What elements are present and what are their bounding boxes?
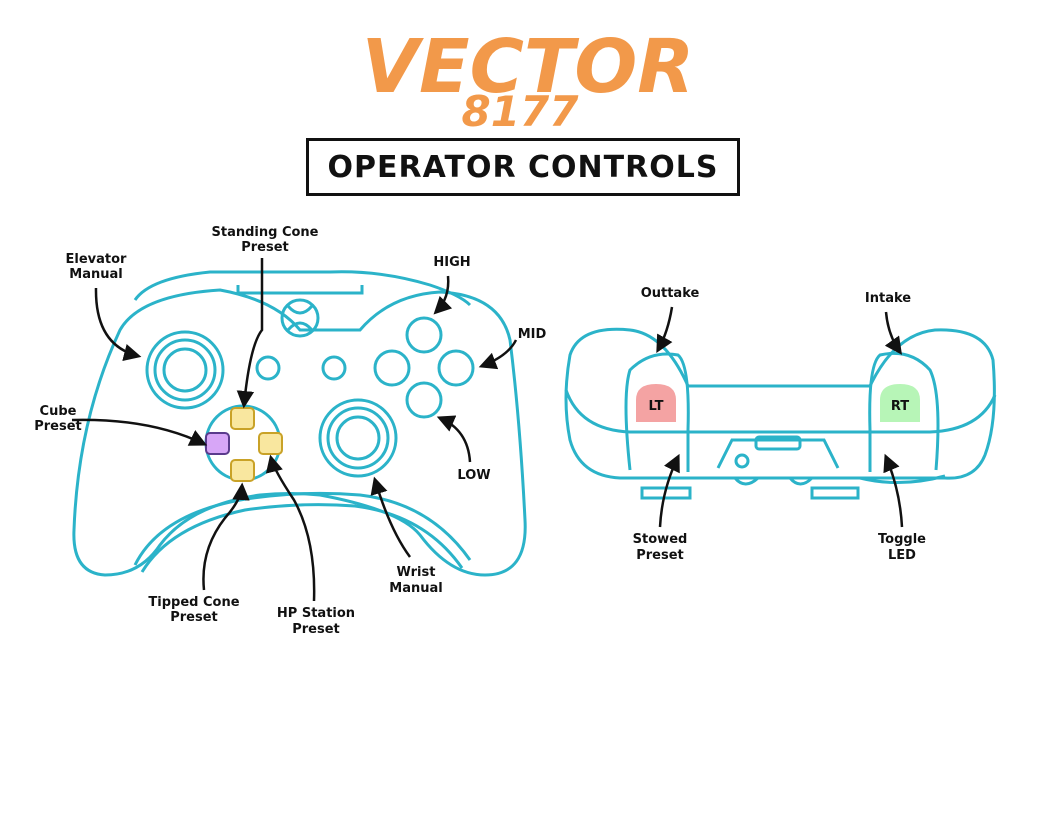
label-elevator-manual-1: Elevator: [66, 252, 128, 267]
label-cube-preset-2: Preset: [34, 419, 82, 434]
label-tipped-cone-2: Preset: [170, 610, 218, 625]
arrow-tipped-cone: [202, 482, 250, 591]
dpad: [205, 407, 283, 482]
label-hp-station-2: Preset: [292, 622, 340, 637]
label-stowed-preset-1: Stowed: [633, 532, 688, 547]
label-low: LOW: [457, 468, 490, 483]
label-standing-cone-1: Standing Cone: [212, 225, 319, 240]
arrow-outtake: [656, 306, 674, 354]
arrow-stowed-preset: [658, 453, 680, 528]
front-arrows: [71, 258, 518, 602]
label-wrist-manual-2: Manual: [389, 581, 442, 596]
dpad-left: [205, 432, 230, 455]
label-tipped-cone-1: Tipped Cone: [148, 595, 239, 610]
label-toggle-led-1: Toggle: [878, 532, 926, 547]
arrow-high: [433, 275, 453, 315]
rt-label: RT: [891, 399, 909, 414]
dpad-right: [258, 432, 283, 455]
front-labels: Elevator Manual Standing Cone Preset HIG…: [34, 225, 546, 637]
label-toggle-led-2: LED: [888, 548, 916, 563]
label-cube-preset-1: Cube: [40, 404, 77, 419]
arrow-hp-station: [265, 454, 316, 602]
arrow-low: [436, 415, 472, 463]
dpad-up: [230, 407, 255, 430]
arrow-intake: [884, 311, 903, 355]
label-stowed-preset-2: Preset: [636, 548, 684, 563]
logo-line2: 8177: [462, 87, 580, 136]
label-elevator-manual-2: Manual: [69, 267, 122, 282]
arrow-wrist-manual: [370, 476, 412, 558]
label-hp-station-1: HP Station: [277, 606, 355, 621]
label-intake: Intake: [865, 291, 911, 306]
dpad-down: [230, 459, 255, 482]
label-standing-cone-2: Preset: [241, 240, 289, 255]
arrow-toggle-led: [883, 453, 904, 528]
logo-line1: VECTOR: [362, 24, 695, 110]
page-title: OPERATOR CONTROLS: [327, 149, 719, 185]
triggers: LT RT: [636, 384, 920, 422]
controller-front: [72, 270, 527, 577]
top-labels: Outtake Intake Stowed Preset Toggle LED: [633, 286, 926, 563]
label-high: HIGH: [433, 255, 470, 270]
controller-top: [564, 327, 997, 500]
top-arrows: [656, 306, 904, 528]
arrow-cube-preset: [71, 418, 208, 446]
rt-button: [880, 384, 920, 422]
arrow-mid: [478, 339, 518, 370]
arrow-standing-cone: [236, 258, 264, 409]
arrow-elevator-manual: [94, 287, 142, 361]
team-logo: VECTOR 8177: [362, 24, 695, 136]
title-box: OPERATOR CONTROLS: [306, 138, 740, 196]
label-wrist-manual-1: Wrist: [397, 565, 436, 580]
lt-label: LT: [649, 399, 664, 414]
label-mid: MID: [518, 327, 547, 342]
label-outtake: Outtake: [641, 286, 700, 301]
lt-button: [636, 384, 676, 422]
